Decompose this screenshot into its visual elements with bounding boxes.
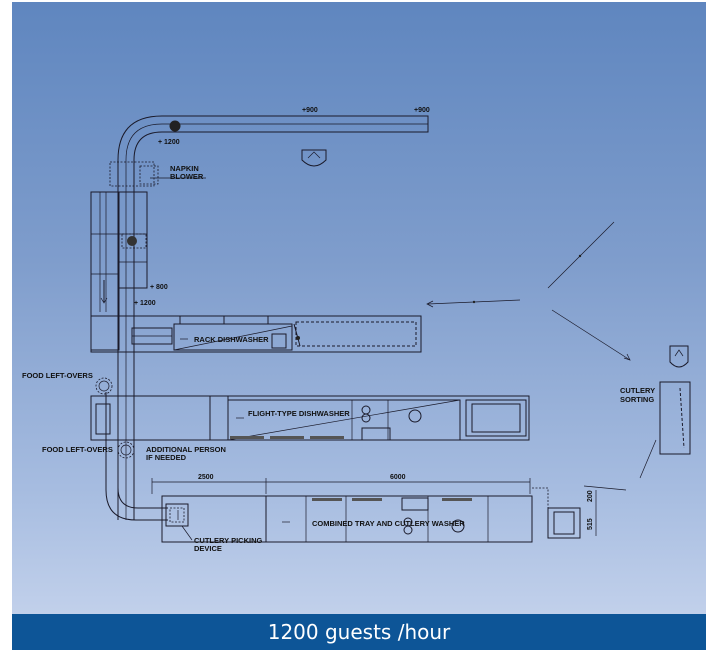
cutlery-picking-label: CUTLERY PICKING — [194, 536, 263, 545]
position-label: + 1200 — [158, 139, 180, 146]
capacity-footer: 1200 guests /hour — [12, 614, 706, 650]
conveyor-belt — [105, 115, 429, 521]
dimension-label: 515 — [587, 518, 594, 530]
flow-arrows — [426, 221, 657, 491]
position-label: +900 — [414, 107, 430, 114]
napkin-blower-label: NAPKIN — [170, 164, 199, 173]
food-leftovers-bin — [117, 441, 135, 459]
rack-dishwasher — [90, 315, 422, 353]
cutlery-sorting-station — [659, 345, 691, 455]
cutlery-picking-label: DEVICE — [194, 544, 222, 553]
dimension-lines — [151, 478, 597, 536]
additional-person-label: ADDITIONAL PERSON — [146, 445, 226, 454]
additional-person-label: IF NEEDED — [146, 453, 187, 462]
dimension-label: 6000 — [390, 474, 406, 481]
cutlery-sorting-label: SORTING — [620, 395, 654, 404]
position-label: + 1200 — [134, 300, 156, 307]
food-leftovers-label: FOOD LEFT-OVERS — [22, 371, 93, 380]
napkin-blower-label: BLOWER — [170, 172, 204, 181]
cutlery-picking-device — [165, 503, 189, 527]
combined-washer-label: COMBINED TRAY AND CUTLERY WASHER — [312, 519, 465, 528]
dimension-label: 200 — [587, 490, 594, 502]
rack-column — [90, 191, 148, 351]
food-leftovers-label: FOOD LEFT-OVERS — [42, 445, 113, 454]
position-label: + 800 — [150, 284, 168, 291]
dimension-label: 2500 — [198, 474, 214, 481]
position-marker — [169, 120, 181, 132]
position-label: +900 — [302, 107, 318, 114]
flight-dishwasher-label: FLIGHT-TYPE DISHWASHER — [248, 409, 350, 418]
napkin-blower — [109, 161, 155, 187]
food-leftovers-bin — [95, 377, 113, 395]
rack-dishwasher-label: RACK DISHWASHER — [194, 335, 269, 344]
cutlery-basket-icon — [301, 149, 327, 167]
flight-type-dishwasher — [90, 395, 530, 441]
cutlery-sorting-label: CUTLERY — [620, 386, 655, 395]
combined-tray-cutlery-washer — [161, 487, 581, 543]
